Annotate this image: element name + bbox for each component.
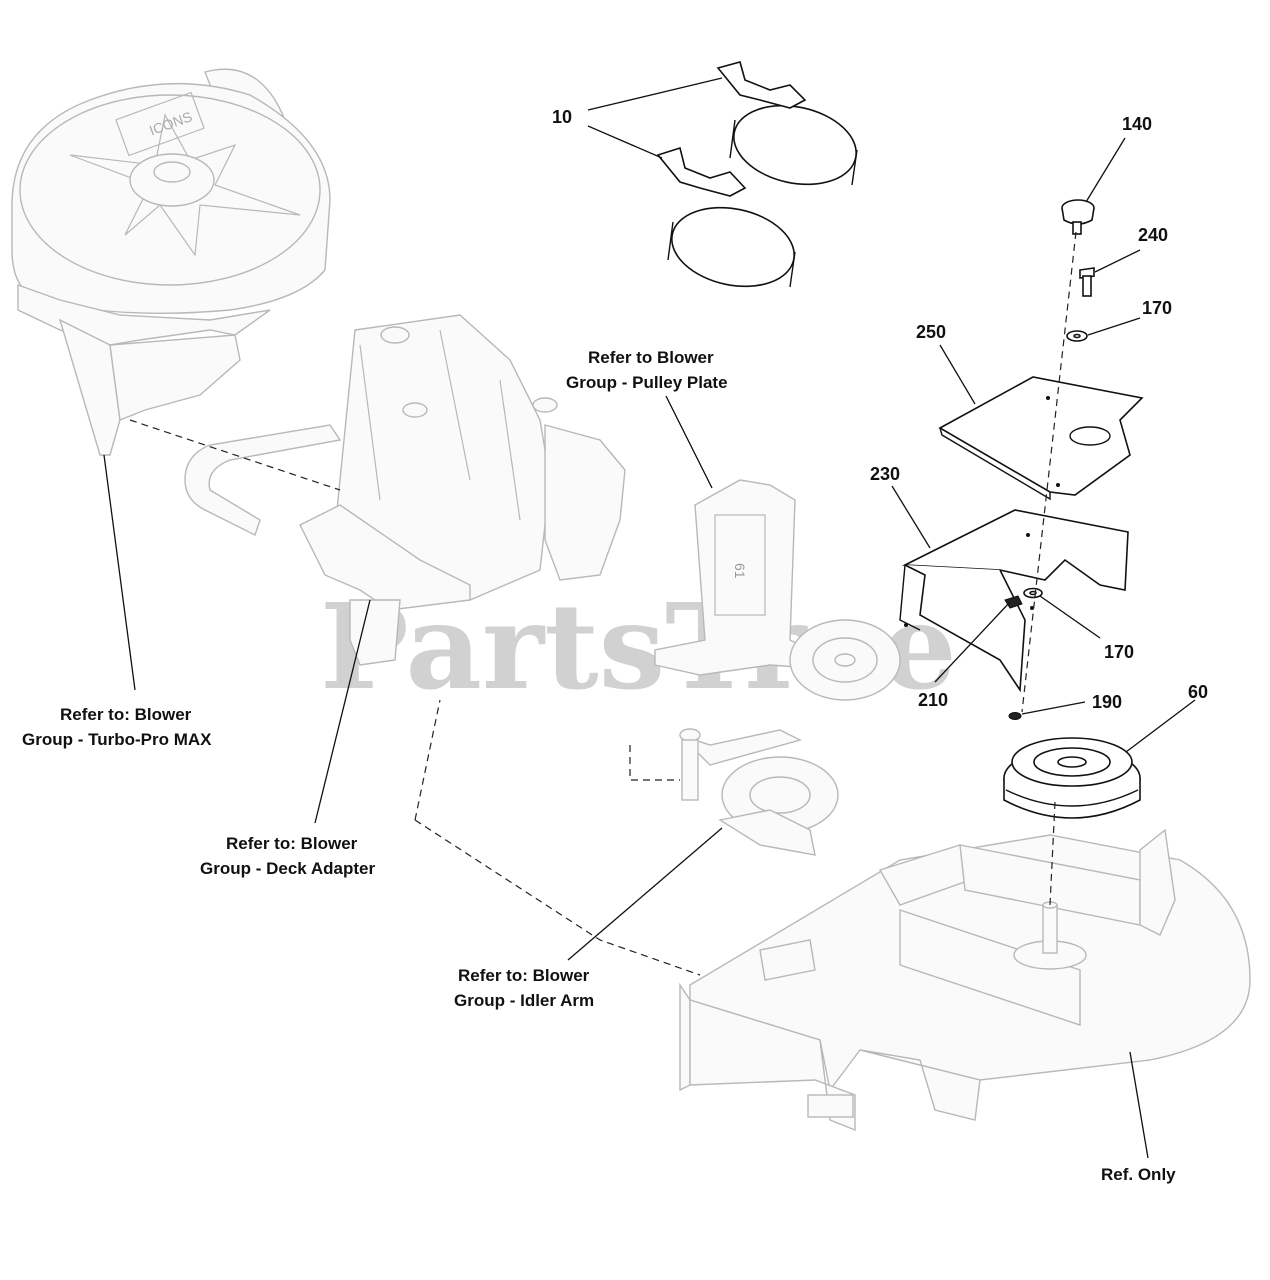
bolt-240 [1079,267,1095,297]
svg-text:61: 61 [732,563,748,579]
knob-140 [1061,199,1095,235]
ref-deck-adapter-line1: Refer to: Blower [226,834,358,853]
callout-10: 10 [552,107,572,127]
shield-230 [899,509,1129,693]
pulley-plate: 61 [654,479,901,701]
callout-250: 250 [916,322,946,342]
deck-adapter [184,314,626,666]
ref-turbo-pro-line2: Group - Turbo-Pro MAX [22,730,212,749]
clip-nut-210 [1004,595,1023,609]
nut-190 [1008,712,1022,720]
callout-170-top: 170 [1142,298,1172,318]
callout-210: 210 [918,690,948,710]
washer-170-top [1066,330,1088,342]
callout-140: 140 [1122,114,1152,134]
callout-labels: 10 140 240 170 250 230 170 210 190 60 [552,107,1208,712]
callout-240: 240 [1138,225,1168,245]
callout-60: 60 [1188,682,1208,702]
mower-deck [679,828,1251,1132]
reference-labels: Refer to Blower Group - Pulley Plate Ref… [22,348,1176,1184]
blower-housing: ICONS [11,68,331,456]
callout-170-bottom: 170 [1104,642,1134,662]
washer-170-bottom [1023,587,1043,599]
ref-only: Ref. Only [1101,1165,1176,1184]
ref-pulley-plate-line1: Refer to Blower [588,348,714,367]
ref-deck-adapter-line2: Group - Deck Adapter [200,859,375,878]
callout-190: 190 [1092,692,1122,712]
hose-clamps [656,61,858,288]
ref-idler-arm-line1: Refer to: Blower [458,966,590,985]
idler-arm [679,728,839,856]
callout-230: 230 [870,464,900,484]
ref-turbo-pro-line1: Refer to: Blower [60,705,192,724]
ref-idler-arm-line2: Group - Idler Arm [454,991,594,1010]
pulley-60 [1003,737,1141,819]
leader-lines [103,77,1196,1159]
alignment-lines [129,231,1077,976]
belt-guard-250 [938,376,1144,501]
ref-pulley-plate-line2: Group - Pulley Plate [566,373,728,392]
